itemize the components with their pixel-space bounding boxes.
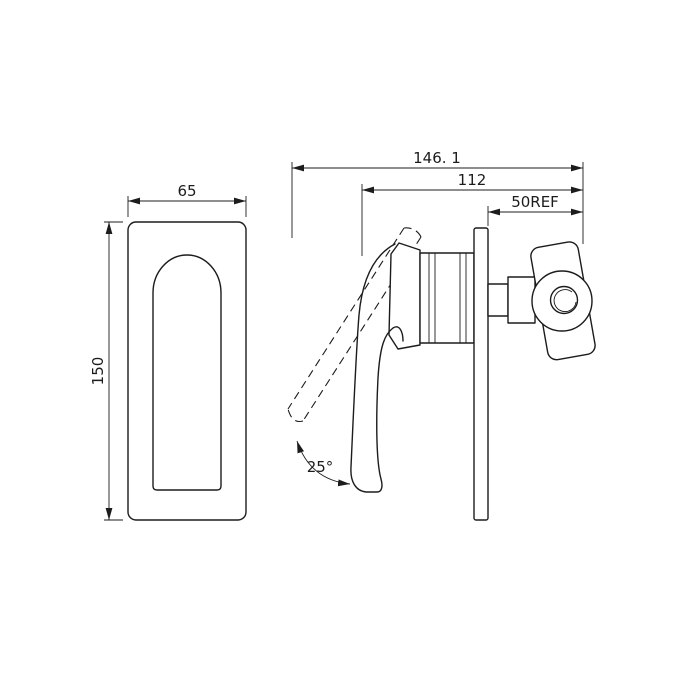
dim-ref-label: 50REF: [511, 193, 559, 211]
phantom-handle-edge: [287, 227, 405, 410]
connector-step-1: [487, 283, 509, 317]
phantom-handle-edge: [302, 236, 422, 422]
handle-recess-outline: [152, 254, 222, 491]
outlet-assembly: [530, 241, 596, 361]
dim-width-label: 65: [177, 182, 196, 200]
handle-base: [388, 242, 421, 350]
valve-body: [419, 252, 475, 344]
dim-height-label: 150: [89, 357, 107, 386]
front-width-dimension: 65: [127, 182, 247, 217]
dim-depth-label: 112: [458, 171, 487, 189]
outlet-thread-swirl: [553, 289, 577, 312]
front-view: 65 150: [89, 182, 247, 521]
handle-phantom-outline: [287, 227, 422, 423]
side-plate-outline: [473, 227, 489, 521]
side-view: 146. 1 112 50REF 25°: [287, 149, 596, 521]
outlet-port-inner-circle: [549, 285, 579, 315]
angle-arc: [296, 440, 351, 487]
phantom-handle-base-arc: [403, 227, 422, 238]
front-height-dimension: 150: [89, 221, 123, 521]
front-plate-outline: [127, 221, 247, 521]
dim-overall-label: 146. 1: [413, 149, 461, 167]
handle-lever-outline: [350, 243, 404, 493]
phantom-handle-tip: [287, 408, 304, 423]
side-view-dimensions: 146. 1 112 50REF 25°: [291, 149, 584, 487]
connector-step-2: [507, 276, 536, 324]
dim-angle-label: 25°: [307, 458, 334, 476]
